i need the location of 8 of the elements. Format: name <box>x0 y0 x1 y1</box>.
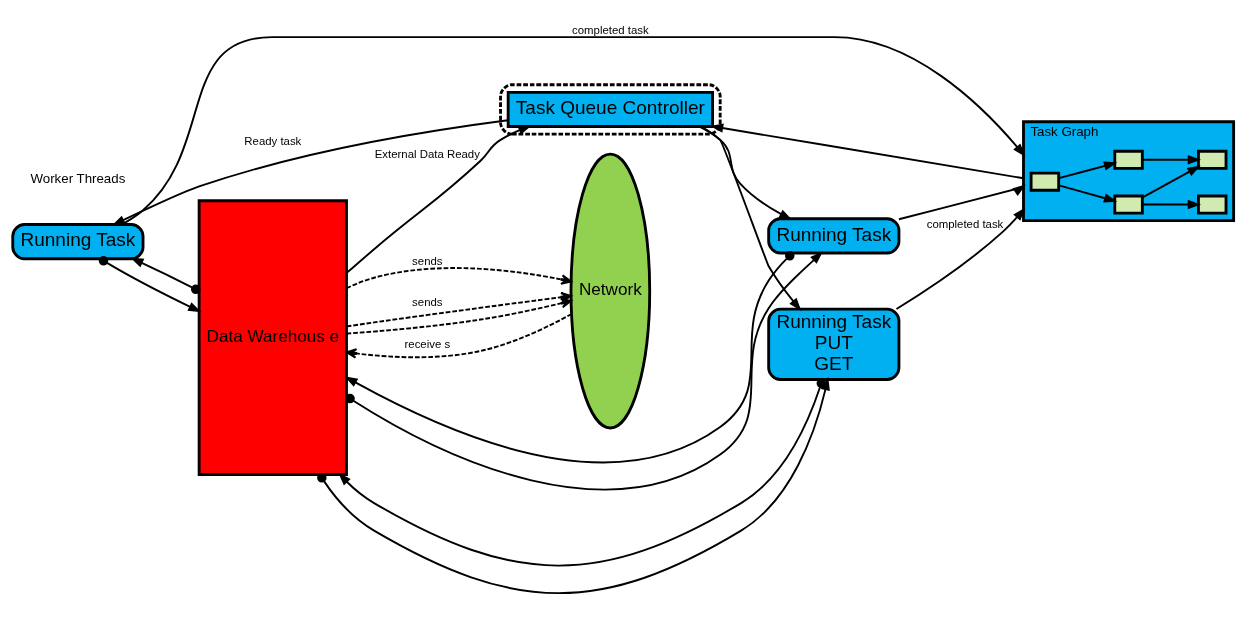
label: Worker Threads <box>30 171 126 187</box>
edge-label: Ready task <box>244 135 302 148</box>
edge-label: sends <box>412 295 443 308</box>
edge-label: sends <box>412 254 443 267</box>
edge-label: completed task <box>572 23 649 36</box>
edge-label: completed task <box>926 217 1004 230</box>
edge-label: External Data Ready <box>374 147 480 160</box>
edge-label: receive s <box>404 337 451 350</box>
